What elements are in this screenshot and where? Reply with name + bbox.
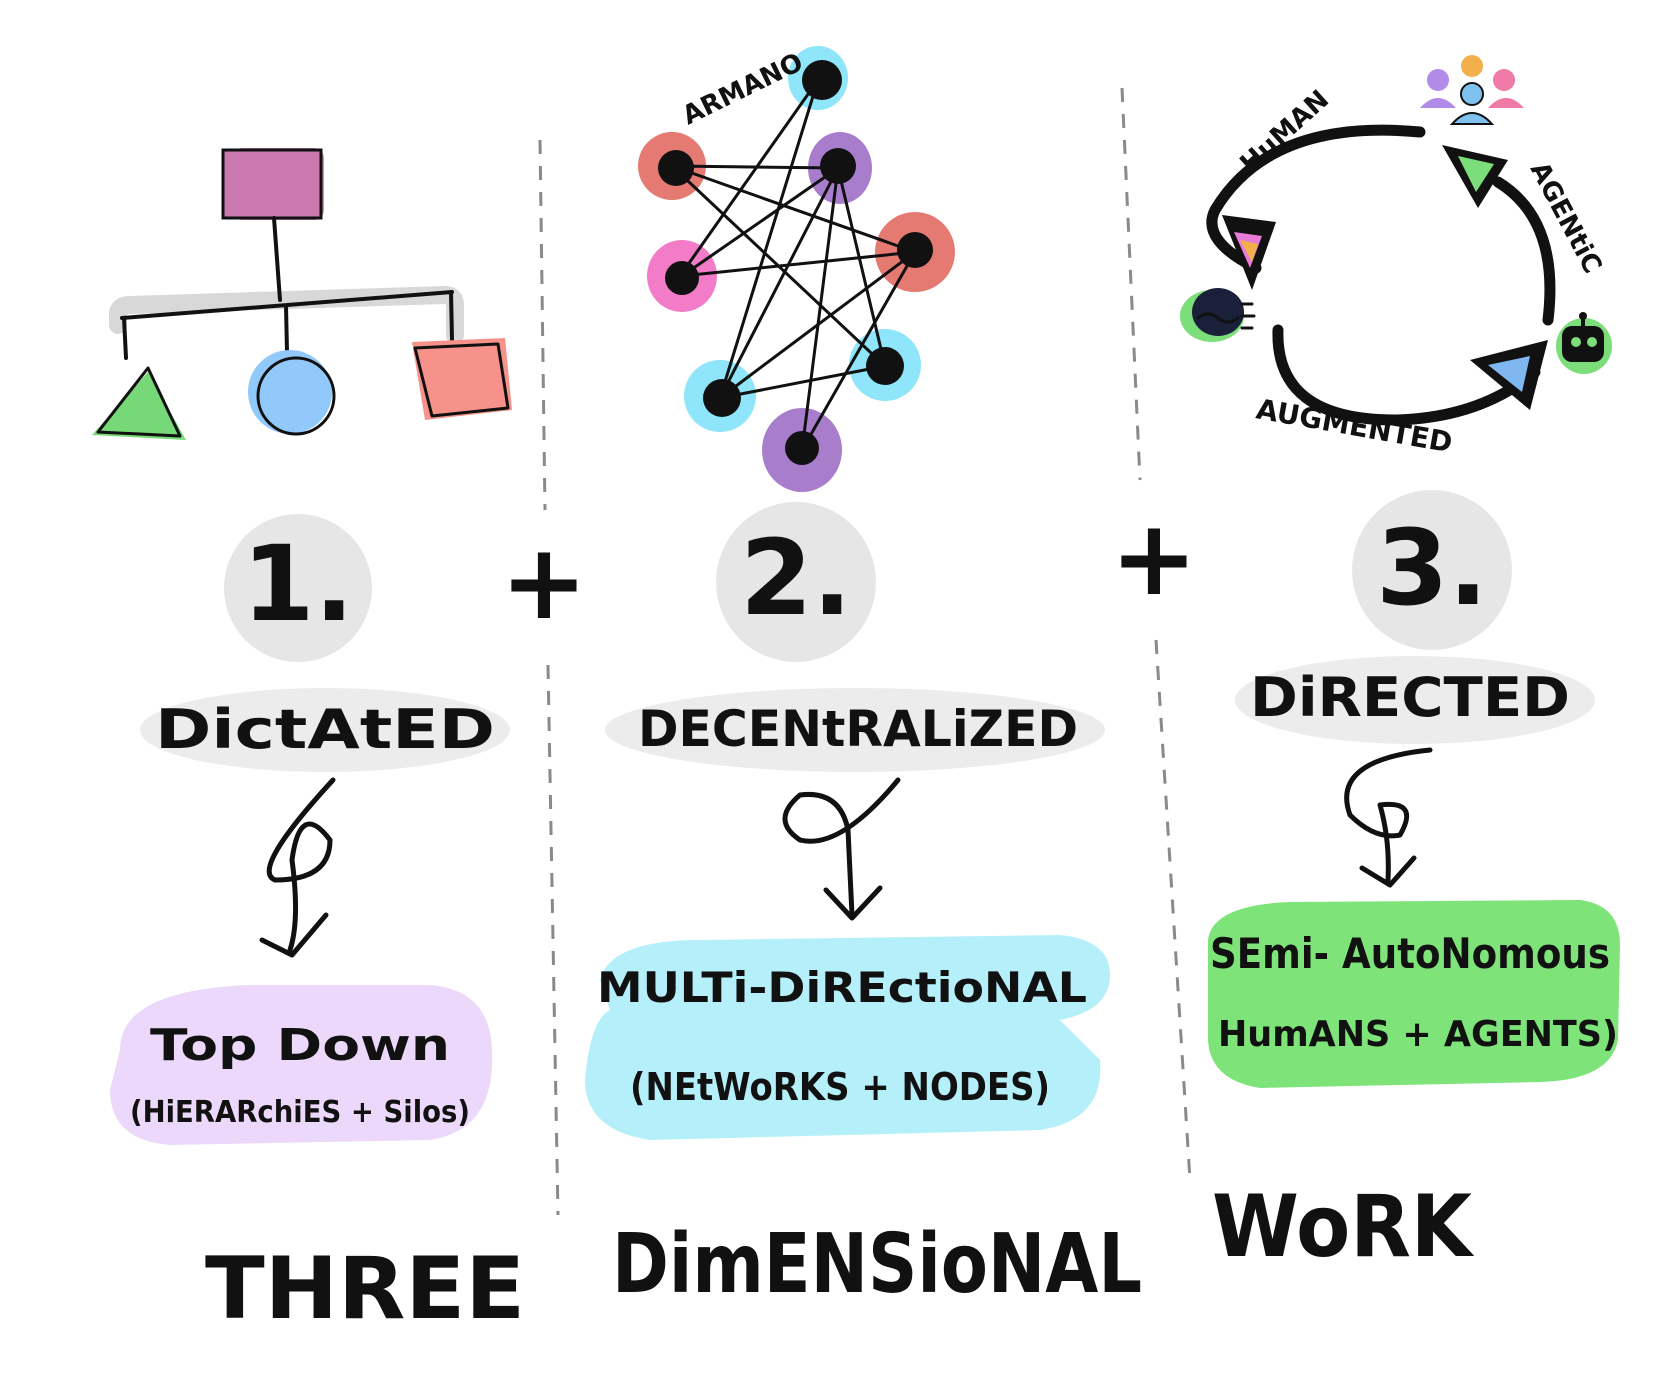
- robot-icon: [1556, 312, 1612, 374]
- plus-operator-2: +: [1110, 497, 1197, 619]
- signature-text: ARMANO: [678, 47, 808, 131]
- result-blocks: Top Down (HiERARchiES + Silos) MULTi-DiR…: [110, 900, 1620, 1145]
- network-graph-icon: [638, 46, 955, 492]
- step-badge-3: [1352, 490, 1512, 650]
- footer-title: THREE DimENSioNAL WoRK: [205, 1177, 1475, 1339]
- circle-shape: [256, 356, 336, 436]
- mode-label-3: DiRECTED: [1250, 666, 1570, 729]
- people-group-icon: [1420, 55, 1524, 125]
- step-badge-2: [716, 502, 876, 662]
- arrow-blue-fill: [1488, 356, 1530, 392]
- divider-left: [538, 139, 560, 1216]
- top-box: [221, 148, 323, 220]
- step-number-2: 2.: [740, 517, 852, 639]
- column-dividers: [538, 87, 1192, 1216]
- step-badges: 1. 2. 3. + +: [224, 490, 1512, 662]
- mode-label-1: DictAtED: [155, 698, 495, 761]
- brain-icon: [1180, 288, 1256, 342]
- cycle-label-augmented: AUGMENTED: [1254, 392, 1455, 459]
- org-chart-icon: [92, 148, 512, 440]
- result-bg-3: [1208, 900, 1620, 1088]
- result-bg-2: [585, 935, 1110, 1140]
- triangle-shape: [96, 366, 182, 438]
- plus-operator-1: +: [500, 521, 587, 643]
- squiggle-arrow-2: [782, 777, 901, 918]
- step-badge-1: [224, 514, 372, 662]
- cycle-arrows-icon: [1206, 124, 1556, 426]
- circle-fill: [248, 350, 332, 434]
- square-fill: [412, 338, 512, 420]
- result-line2-col3: HumANS + AGENTS): [1218, 1014, 1618, 1055]
- squiggle-arrow-1: [266, 777, 336, 953]
- result-bg-1: [110, 985, 493, 1145]
- squiggle-arrows: [259, 747, 1433, 958]
- mode-label-2: DECENtRALiZED: [638, 700, 1078, 758]
- result-line1-col2: MULTi-DiREctioNAL: [597, 963, 1087, 1012]
- footer-word-work: WoRK: [1212, 1177, 1475, 1277]
- arrow-green-fill: [1458, 156, 1494, 192]
- result-line2-col2: (NEtWoRKS + NODES): [630, 1065, 1050, 1109]
- footer-word-three: THREE: [205, 1239, 525, 1339]
- step-number-3: 3.: [1376, 507, 1488, 629]
- squiggle-arrow-3: [1344, 747, 1433, 883]
- footer-word-dimensional: DimENSioNAL: [612, 1217, 1142, 1312]
- result-line1-col1: Top Down: [150, 1020, 450, 1071]
- divider-right: [1120, 87, 1192, 1181]
- step-number-1: 1.: [242, 523, 354, 645]
- mode-labels: DictAtED DECENtRALiZED DiRECTED: [140, 656, 1595, 772]
- result-line1-col3: SEmi- AutoNomous: [1210, 929, 1610, 978]
- triangle-fill: [92, 372, 186, 440]
- result-line2-col1: (HiERARchiES + Silos): [130, 1095, 470, 1130]
- square-shape: [413, 342, 510, 418]
